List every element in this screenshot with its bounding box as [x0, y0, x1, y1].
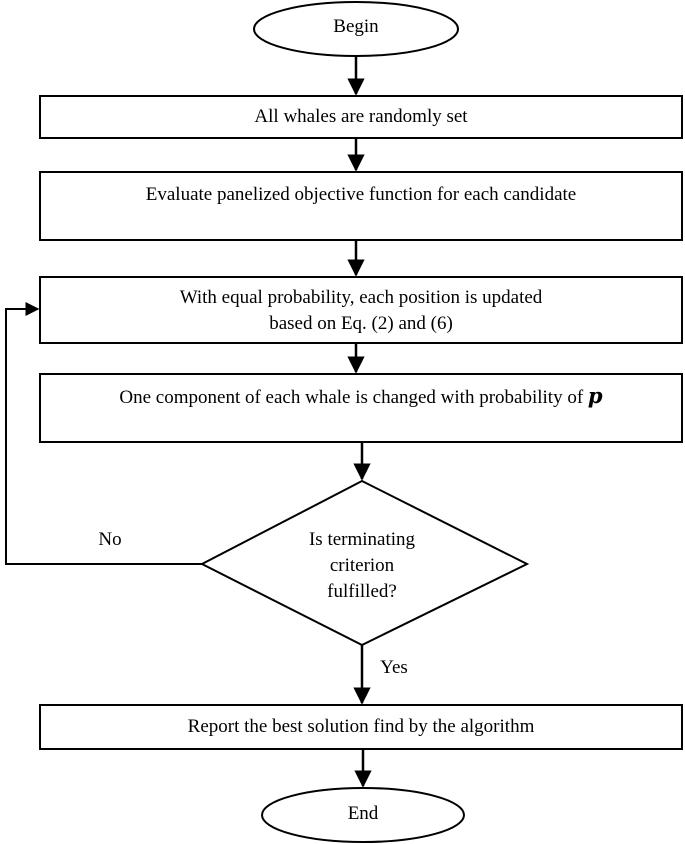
- begin-label: Begin: [333, 16, 379, 37]
- probability-symbol: p: [587, 383, 603, 408]
- decision-label-line2: criterion: [329, 555, 395, 576]
- step5-box: [39, 704, 683, 750]
- end-label: End: [347, 803, 379, 824]
- step1-box: [39, 95, 683, 139]
- decision-label-line1: Is terminating: [308, 529, 416, 550]
- step1-label: All whales are randomly set: [254, 106, 468, 127]
- step3-box: [39, 276, 683, 344]
- step2-label: Evaluate panelized objective function fo…: [145, 184, 577, 205]
- no-label: No: [98, 529, 122, 550]
- step3-label-line2: based on Eq. (2) and (6): [269, 313, 453, 334]
- yes-label: Yes: [380, 657, 408, 678]
- step2-box: [39, 171, 683, 241]
- end-terminator: [261, 787, 465, 843]
- step4-text: One component of each whale is changed w…: [119, 387, 588, 408]
- step5-label: Report the best solution find by the alg…: [187, 716, 535, 737]
- decision-label-line3: fulfilled?: [327, 581, 397, 602]
- step3-label-line1: With equal probability, each position is…: [179, 287, 543, 308]
- step4-label: One component of each whale is changed w…: [40, 383, 682, 411]
- arrow-no-loop-back: [5, 302, 202, 565]
